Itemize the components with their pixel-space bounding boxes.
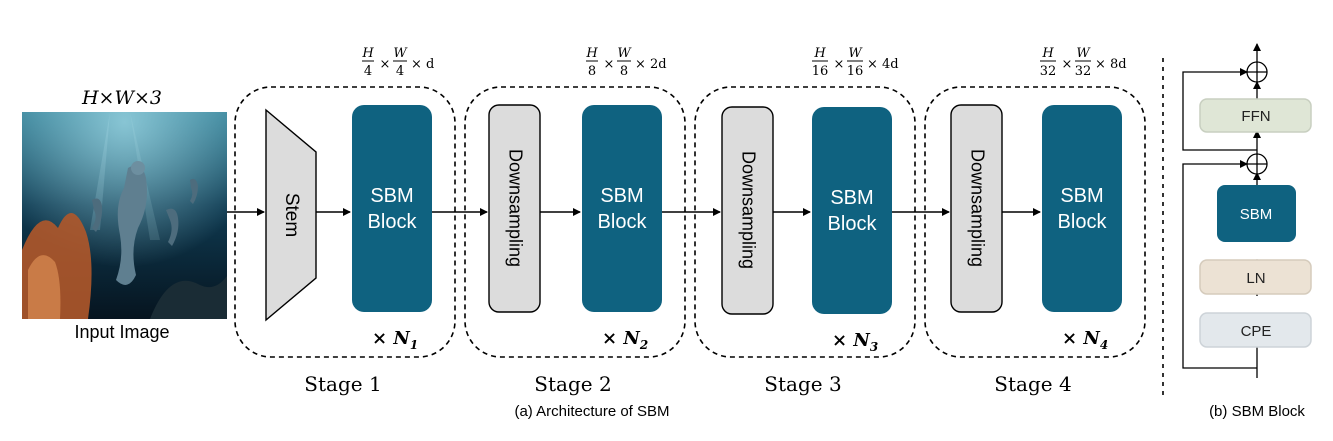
sbm-label: SBM [1240,206,1273,223]
sbm-block-stage-1-line2: Block [368,211,418,233]
downsampling-label-stage-3: Downsampling [738,151,758,269]
dims-3-h-den: 16 [812,64,829,79]
downsampling-label-stage-4: Downsampling [967,149,987,267]
sbm-block-stage-2-line2: Block [598,211,648,233]
sbm-box [1217,185,1296,242]
downsampling-block-stage-4 [950,104,1003,313]
dims-4-w-num: W [1076,46,1091,61]
sbm-block-stage-1-line1: SBM [370,185,413,207]
caption-a: (a) Architecture of SBM [514,403,669,420]
dims-2-h-den: 8 [588,64,596,79]
input-dims-label: H×W×3 [81,87,162,109]
dims-3-w-num: W [848,46,863,61]
dims-1-w-num: W [393,46,408,61]
dims-1-h-num: H [361,46,374,61]
dims-2-h-num: H [585,46,598,61]
dims-3-h-num: H [813,46,826,61]
svg-text:×: × [1062,57,1073,72]
sbm-block-stage-3-line2: Block [828,213,878,235]
cpe-label: CPE [1241,323,1272,340]
dims-1-h-den: 4 [364,64,372,79]
svg-text:×: × [604,57,615,72]
downsampling-block-stage-2 [488,104,541,313]
stage-3-container [694,86,916,358]
dims-4-h-den: 32 [1040,64,1057,79]
repeat-count-stage-4: × N4 [1062,328,1108,352]
stage-4-label: Stage 4 [994,372,1071,396]
svg-text:×: × [380,57,391,72]
dims-4-suffix: × 8d [1095,57,1127,72]
sbm-block-stage-4 [1042,105,1122,312]
dims-4-w-den: 32 [1075,64,1092,79]
stage-1-container [234,86,456,358]
stage-2-container [464,86,686,358]
dims-4-h-num: H [1041,46,1054,61]
downsampling-block-stage-3 [721,106,774,315]
stage-4-container [924,86,1146,358]
stem-label: Stem [281,193,302,237]
input-image [22,112,227,319]
sbm-block-stage-4-line1: SBM [1060,185,1103,207]
dims-3-suffix: × 4d [867,57,899,72]
ln-box [1199,259,1312,295]
dims-stage-3: H 16 × W 16 × 4d [812,46,899,79]
ffn-label: FFN [1241,108,1270,125]
dims-2-suffix: × 2d [635,57,667,72]
stage-1-label: Stage 1 [304,372,381,396]
dims-3-w-den: 16 [847,64,864,79]
downsampling-label-stage-2: Downsampling [505,149,525,267]
residual-add-icon-bottom [1246,153,1268,175]
ffn-box [1199,98,1312,133]
dims-stage-4: H 32 × W 32 × 8d [1040,46,1127,79]
sbm-block-stage-2 [582,105,662,312]
residual-add-icon-top [1246,61,1268,83]
dims-1-w-den: 4 [396,64,404,79]
sbm-block-stage-3 [812,107,892,314]
repeat-count-stage-1: × N1 [372,328,418,352]
dims-stage-1: H 4 × W 4 × d [361,46,434,79]
stage-3-label: Stage 3 [764,372,841,396]
sbm-block-stage-3-line1: SBM [830,187,873,209]
input-caption: Input Image [74,322,169,342]
dims-2-w-num: W [617,46,632,61]
dims-1-suffix: × d [411,57,434,72]
sbm-block-stage-1 [352,105,432,312]
repeat-count-stage-3: × N3 [832,330,878,354]
caption-b: (b) SBM Block [1209,403,1305,420]
ln-label: LN [1246,270,1265,287]
repeat-count-stage-2: × N2 [602,328,648,352]
stage-2-label: Stage 2 [534,372,611,396]
sbm-block-stage-2-line1: SBM [600,185,643,207]
dims-stage-2: H 8 × W 8 × 2d [585,46,666,79]
svg-text:×: × [834,57,845,72]
sbm-block-stage-4-line2: Block [1058,211,1108,233]
stem-block [265,108,317,322]
cpe-box [1199,312,1312,348]
dims-2-w-den: 8 [620,64,628,79]
